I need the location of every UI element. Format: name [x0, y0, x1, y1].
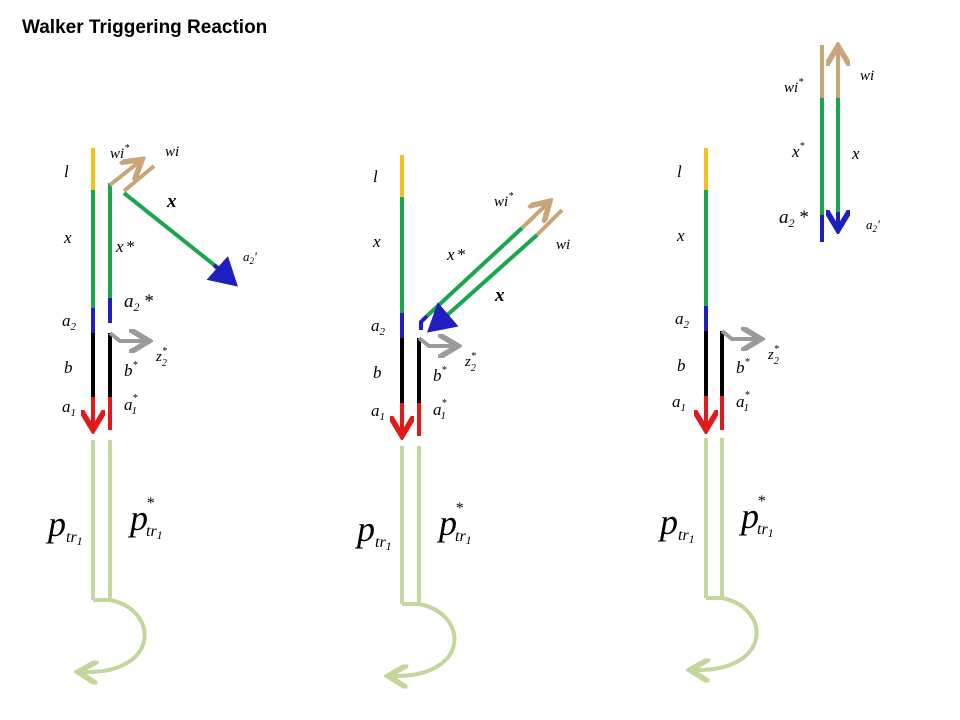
panel-2: l x a2 b a1 wi* wi x* x z*2 b* a*1 ptr1 …: [354, 155, 570, 676]
p3-label-p-tr1: ptr1: [657, 502, 695, 546]
p2-label-p-tr1-star: p*tr1: [436, 500, 472, 547]
p3-label-a1: a1: [672, 392, 686, 414]
p2-label-wi-star: wi*: [494, 191, 513, 210]
p1-a2-prime-arrow: [206, 256, 238, 287]
p1-wi-strand: [122, 164, 156, 193]
p1-x-strand: [122, 191, 220, 270]
diagram-title: Walker Triggering Reaction: [22, 17, 267, 38]
p2-label-b: b: [373, 363, 382, 382]
panel-3: l x a2 b a1 z*2 b* a*1 wi* wi x* x a2* a…: [657, 45, 880, 670]
p2-label-x-star: x*: [446, 245, 466, 264]
p1-label-z2-star: z*2: [155, 346, 167, 369]
p2-label-x-right: x: [494, 285, 505, 306]
p3-label-a2-prime: a2': [866, 217, 880, 234]
p1-z2-arrow: [108, 333, 145, 341]
p2-label-wi: wi: [556, 237, 570, 253]
p2-polymer-loop-arrow: [392, 602, 457, 676]
p1-label-p-tr1-star: p*tr1: [127, 495, 163, 542]
p1-label-a2: a2: [62, 311, 77, 333]
p2-label-a2: a2: [371, 316, 386, 338]
panel-1: l x a2 b a1 wi* wi x x* a2' a2* z*2 b* a…: [45, 143, 257, 672]
p1-label-x: x: [63, 228, 72, 247]
p2-label-z2-star: z*2: [464, 351, 476, 374]
p1-label-b-star: b*: [124, 360, 138, 380]
p2-label-a1-star: a*1: [433, 398, 447, 422]
p3-label-wi-star: wi*: [784, 77, 803, 96]
p2-label-b-star: b*: [433, 365, 447, 385]
p2-label-a1: a1: [371, 401, 385, 423]
p2-wi-star-arrow: [520, 204, 547, 230]
p1-label-wi-star: wi*: [110, 143, 129, 162]
p3-polymer-loop-arrow: [694, 596, 759, 670]
p2-a2-prime-arrow: [426, 302, 459, 333]
p1-polymer-loop-arrow: [82, 598, 147, 672]
p3-label-l: l: [677, 162, 682, 181]
p3-label-x-right: x: [851, 144, 860, 163]
p3-z2-arrow: [720, 331, 757, 339]
p1-label-b: b: [64, 358, 73, 377]
p1-label-x-star: x*: [115, 237, 135, 256]
p1-label-p-tr1: ptr1: [45, 504, 83, 548]
p2-wi-strand: [535, 208, 564, 237]
p1-label-x-right: x: [166, 191, 177, 212]
p2-label-p-tr1: ptr1: [354, 509, 392, 553]
p2-x-star-strand: [425, 226, 524, 318]
p1-label-a1-star: a*1: [124, 393, 138, 417]
p1-label-l: l: [64, 162, 69, 181]
p1-wi-star-arrow: [108, 162, 139, 187]
p3-label-a1-star: a*1: [736, 390, 750, 414]
p3-label-x: x: [676, 226, 685, 245]
p1-label-a1: a1: [62, 397, 76, 419]
p3-label-p-tr1-star: p*tr1: [738, 493, 774, 540]
p3-label-a2: a2: [675, 309, 690, 331]
p1-label-a2-star: a2*: [124, 291, 154, 314]
p2-z2-arrow: [417, 338, 454, 346]
p2-label-l: l: [373, 167, 378, 186]
p2-label-x: x: [372, 232, 381, 251]
p3-label-z2-star: z*2: [767, 344, 779, 367]
p3-label-a2-star: a2*: [779, 207, 809, 230]
p3-label-wi: wi: [860, 68, 874, 84]
p3-label-b-star: b*: [736, 357, 750, 377]
p3-label-b: b: [677, 356, 686, 375]
p1-label-a2-prime: a2': [243, 249, 257, 266]
p2-x-strand: [442, 233, 539, 320]
p2-a2-star-stub: [419, 314, 429, 330]
p1-label-wi: wi: [165, 144, 179, 160]
p3-label-x-star: x*: [791, 141, 805, 161]
